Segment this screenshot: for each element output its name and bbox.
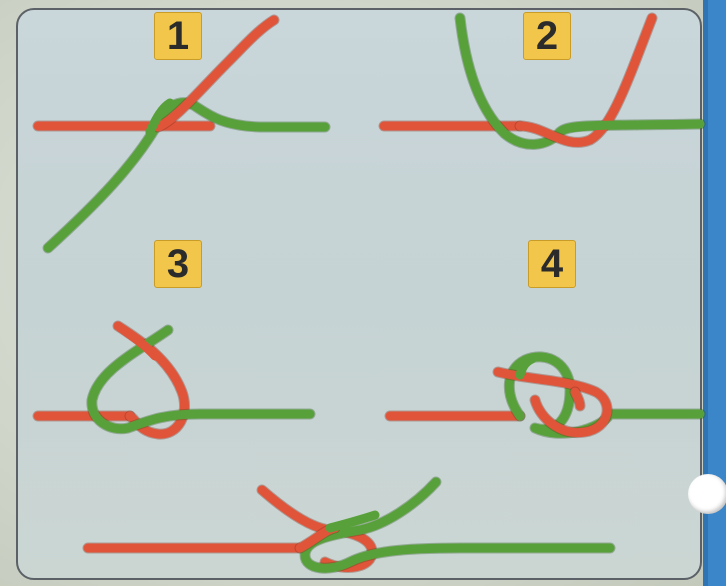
final-knot-ropes bbox=[88, 482, 610, 568]
step-1-red-rope-end bbox=[158, 20, 274, 127]
step-3-ropes bbox=[38, 326, 310, 434]
step-2-ropes bbox=[384, 18, 700, 144]
step-1-ropes bbox=[38, 20, 325, 248]
punch-hole bbox=[688, 474, 726, 514]
step-4-ropes bbox=[390, 357, 700, 433]
